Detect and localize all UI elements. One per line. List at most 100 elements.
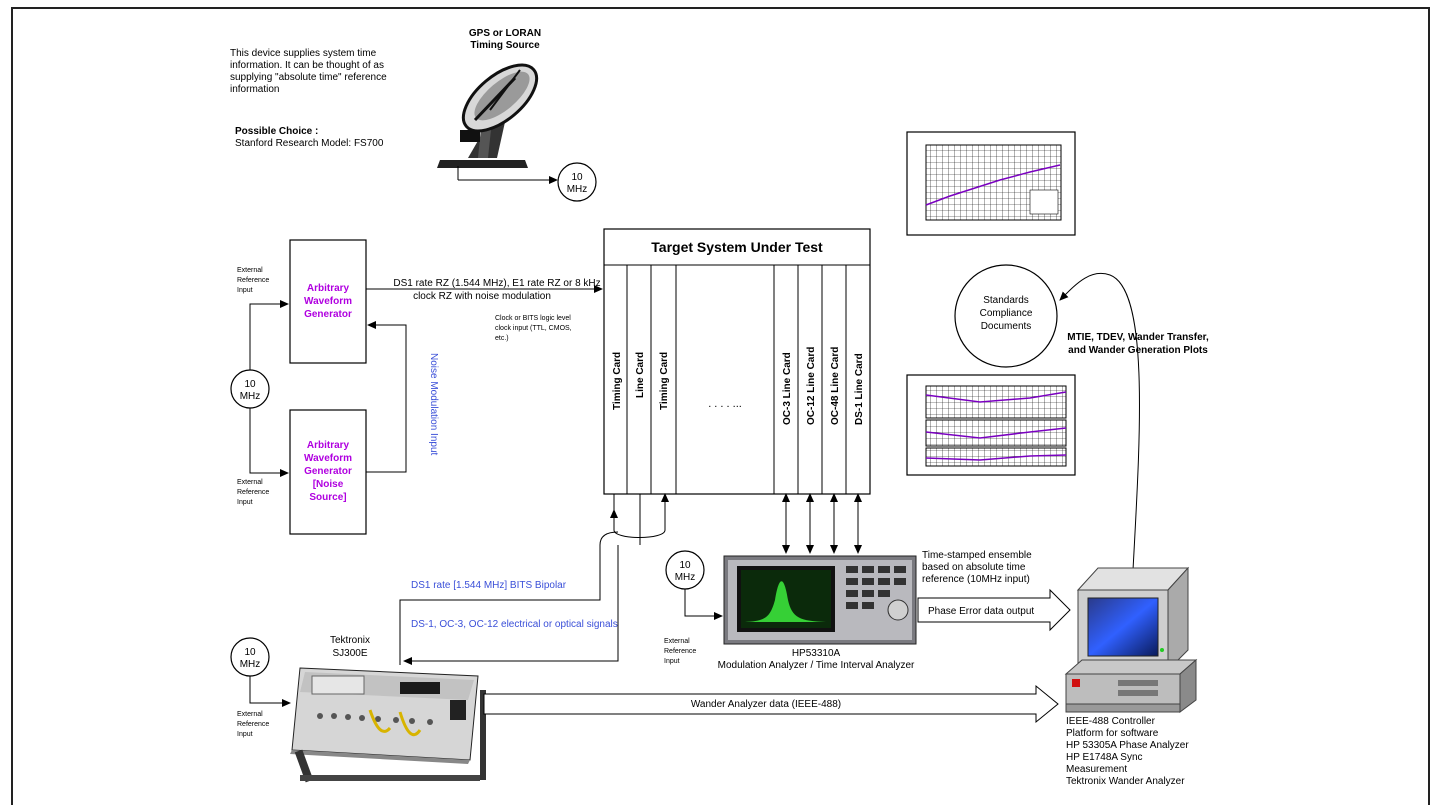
card-timing-1: Timing Card [612,352,623,410]
svg-text:External: External [237,479,263,486]
svg-text:10: 10 [679,560,691,571]
svg-text:Input: Input [237,287,253,294]
svg-text:etc.): etc.) [495,335,509,342]
svg-text:MHz: MHz [567,184,588,195]
svg-text:HP E1748A Sync: HP E1748A Sync [1066,752,1143,763]
svg-text:and Wander Generation Plots: and Wander Generation Plots [1068,345,1208,356]
svg-text:Measurement: Measurement [1066,764,1127,775]
svg-text:HP 53305A Phase Analyzer: HP 53305A Phase Analyzer [1066,740,1189,751]
svg-text:information: information [230,84,279,95]
svg-text:DS1 rate RZ (1.544 MHz), E1 ra: DS1 rate RZ (1.544 MHz), E1 rate RZ or 8… [393,278,600,289]
svg-text:Documents: Documents [981,321,1032,332]
card-oc12: OC-12 Line Card [806,347,817,425]
awg-output-label: DS1 rate RZ (1.544 MHz), E1 rate RZ or 8… [393,278,600,302]
gps-10mhz-reference: 10 MHz [557,162,597,202]
svg-text:This device supplies system ti: This device supplies system time [230,48,377,59]
noise-source-generator: Arbitrary Waveform Generator [Noise Sour… [289,409,367,535]
hp-label: HP53310A Modulation Analyzer / Time Inte… [718,648,915,671]
tektronix-instrument-icon [290,667,486,783]
standards-documents: Standards Compliance Documents [954,264,1058,368]
svg-text:External: External [664,638,690,645]
target-system-title: Target System Under Test [651,239,823,255]
svg-text:IEEE-488 Controller: IEEE-488 Controller [1066,716,1156,727]
svg-text:Timing Source: Timing Source [470,40,540,51]
card-oc3: OC-3 Line Card [782,352,793,425]
svg-text:MHz: MHz [240,659,261,670]
tektronix-label: Tektronix SJ300E [330,635,370,659]
svg-text:Input: Input [664,658,680,665]
plots-label: MTIE, TDEV, Wander Transfer, and Wander … [1067,332,1209,356]
card-ds1: DS-1 Line Card [854,353,865,425]
possible-choice-model: Stanford Research Model: FS700 [235,138,384,149]
svg-text:based on absolute time: based on absolute time [922,562,1026,573]
svg-text:SJ300E: SJ300E [332,648,367,659]
card-oc48: OC-48 Line Card [830,347,841,425]
svg-text:Arbitrary: Arbitrary [307,440,350,451]
svg-text:10: 10 [571,172,583,183]
card-line: Line Card [635,352,646,398]
controller-label: IEEE-488 Controller Platform for softwar… [1066,716,1189,787]
svg-text:Source]: Source] [309,492,346,503]
svg-text:MTIE, TDEV, Wander Transfer,: MTIE, TDEV, Wander Transfer, [1067,332,1209,343]
clock-input-note: Clock or BITS logic level clock input (T… [495,315,572,342]
svg-text:information. It can be thought: information. It can be thought of as [230,60,384,71]
svg-text:GPS or LORAN: GPS or LORAN [469,28,541,39]
svg-text:clock RZ with noise modulation: clock RZ with noise modulation [413,291,551,302]
svg-text:Modulation Analyzer / Time Int: Modulation Analyzer / Time Interval Anal… [718,660,915,671]
svg-text:Waveform: Waveform [304,296,352,307]
svg-text:Generator: Generator [304,309,352,320]
phase-error-label: Phase Error data output [928,606,1034,617]
mtie-plot-thumbnail [906,131,1076,236]
ensemble-label: Time-stamped ensemble based on absolute … [922,550,1032,585]
wander-data-label: Wander Analyzer data (IEEE-488) [691,699,841,710]
noise-modulation-input-label: Noise Modulation Input [428,353,439,456]
card-timing-2: Timing Card [659,352,670,410]
svg-text:MHz: MHz [675,572,696,583]
tek-10mhz-reference: 10 MHz [230,637,270,677]
svg-text:Reference: Reference [237,277,269,284]
ieee488-controller-computer-icon [1064,566,1198,713]
svg-text:10: 10 [244,647,256,658]
signals-label: DS-1, OC-3, OC-12 electrical or optical … [411,619,618,630]
tek-ext-ref-label: External Reference Input [237,711,269,738]
svg-text:Reference: Reference [237,721,269,728]
diagram-frame [11,7,1430,805]
svg-text:Standards: Standards [983,295,1029,306]
svg-text:Reference: Reference [664,648,696,655]
hp-10mhz-reference: 10 MHz [665,550,705,590]
svg-text:clock input (TTL, CMOS,: clock input (TTL, CMOS, [495,325,572,332]
tdev-plot-thumbnail [906,374,1076,476]
svg-text:Reference: Reference [237,489,269,496]
possible-choice-heading: Possible Choice : [235,126,318,137]
hp-ext-ref-label: External Reference Input [664,638,696,665]
svg-text:Tektronix Wander Analyzer: Tektronix Wander Analyzer [1066,776,1185,787]
gps-description: This device supplies system time informa… [230,48,387,149]
svg-text:10: 10 [244,379,256,390]
svg-text:Tektronix: Tektronix [330,635,370,646]
svg-text:Platform for software: Platform for software [1066,728,1159,739]
target-system-box: Target System Under Test Timing Card Lin… [603,228,871,495]
arbitrary-waveform-generator: Arbitrary Waveform Generator [289,239,367,364]
awg-10mhz-reference: 10 MHz [230,369,270,409]
svg-text:External: External [237,711,263,718]
svg-text:Arbitrary: Arbitrary [307,283,350,294]
svg-text:HP53310A: HP53310A [792,648,841,659]
gps-title: GPS or LORAN Timing Source [469,28,541,51]
svg-text:Clock or BITS logic level: Clock or BITS logic level [495,315,571,322]
svg-text:Generator: Generator [304,466,352,477]
svg-text:reference (10MHz input): reference (10MHz input) [922,574,1030,585]
svg-text:MHz: MHz [240,391,261,402]
svg-text:Compliance: Compliance [980,308,1033,319]
svg-text:Input: Input [237,499,253,506]
hp-analyzer-instrument-icon [723,555,917,645]
svg-text:supplying "absolute time" refe: supplying "absolute time" reference [230,72,387,83]
satellite-dish-icon [437,63,539,168]
cards-ellipsis: . . . . ... [708,398,742,410]
svg-text:External: External [237,267,263,274]
svg-text:Time-stamped ensemble: Time-stamped ensemble [922,550,1032,561]
noise-ext-ref-label: External Reference Input [237,479,269,506]
bits-bipolar-label: DS1 rate [1.544 MHz] BITS Bipolar [411,580,567,591]
svg-text:[Noise: [Noise [313,479,344,490]
awg-ext-ref-label: External Reference Input [237,267,269,294]
